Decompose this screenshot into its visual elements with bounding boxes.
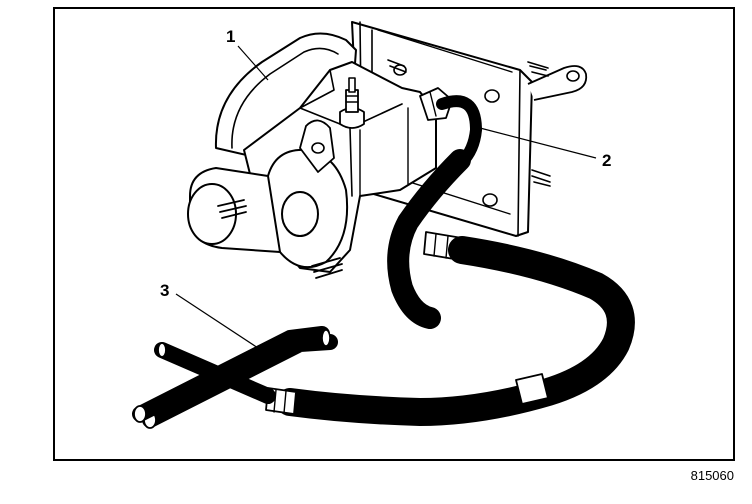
callout-3-label: 3 <box>160 281 169 300</box>
pressure-hose <box>387 95 482 329</box>
callout-1: 1 <box>226 27 269 81</box>
return-hose <box>265 231 635 426</box>
callout-2: 2 <box>479 127 611 170</box>
callout-1-label: 1 <box>226 27 235 46</box>
return-pipes <box>132 326 338 429</box>
stud-left <box>217 199 247 219</box>
callout-3: 3 <box>160 281 259 349</box>
stud-bottom <box>311 257 343 279</box>
callout-2-label: 2 <box>602 151 611 170</box>
figure-border <box>53 7 735 461</box>
pump-body <box>187 32 453 279</box>
figure-number: 815060 <box>691 468 734 483</box>
